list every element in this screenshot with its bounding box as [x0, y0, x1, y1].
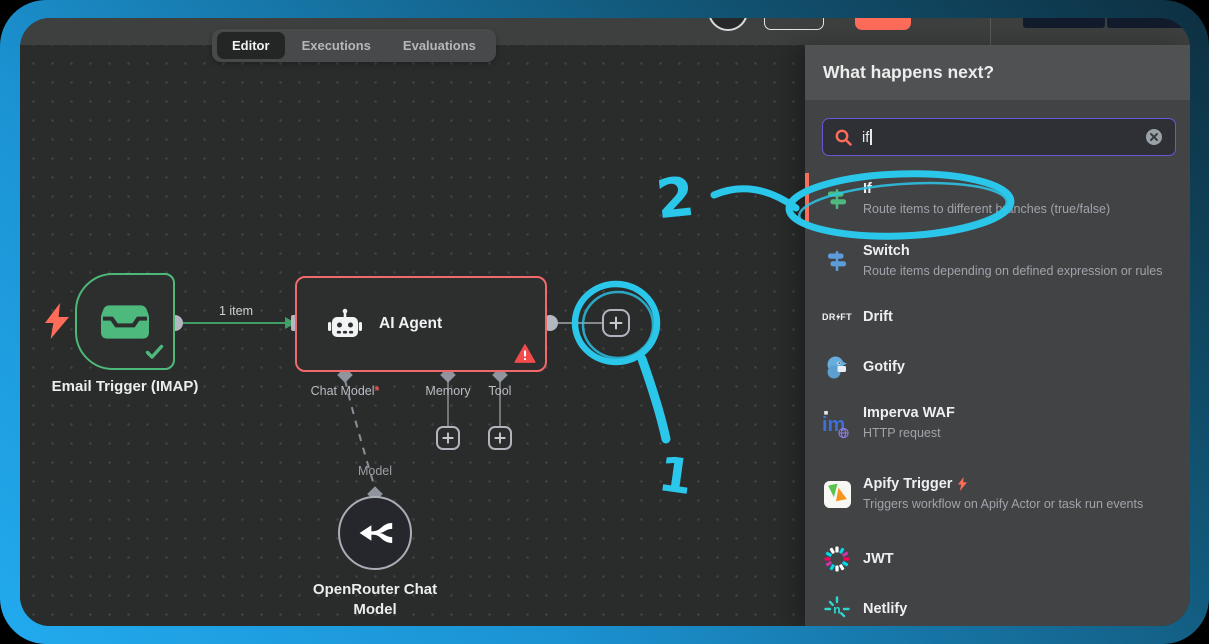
switch-icon — [822, 250, 852, 272]
robot-icon — [328, 308, 362, 337]
chat-model-port-label: Chat Model* — [310, 384, 380, 398]
topbar — [20, 18, 1190, 45]
memory-port-label: Memory — [425, 384, 471, 398]
item-description: Route items depending on defined express… — [863, 264, 1163, 279]
topbar-primary-button[interactable] — [855, 18, 911, 30]
node-ai-agent[interactable]: AI Agent — [295, 276, 547, 372]
node-item-jwt[interactable]: JWT — [805, 534, 1190, 584]
item-description: Route items to different branches (true/… — [863, 202, 1111, 217]
apify-icon — [822, 480, 852, 508]
user-avatar[interactable] — [708, 18, 748, 31]
topbar-secondary-button[interactable] — [764, 18, 824, 30]
openrouter-label: OpenRouter Chat Model — [312, 581, 438, 618]
topbar-menu-button-1[interactable] — [1023, 18, 1105, 28]
item-title: Drift — [863, 308, 893, 325]
trigger-bolt-badge — [958, 477, 968, 492]
item-title: Switch — [863, 243, 910, 259]
text-caret — [870, 128, 872, 145]
success-check-icon — [145, 344, 164, 359]
node-item-imperva-waf[interactable]: im Imperva WAF HTTP request — [805, 392, 1190, 454]
clear-search-button[interactable] — [1145, 128, 1163, 146]
panel-title: What happens next? — [823, 62, 995, 82]
node-item-gotify[interactable]: Gotify — [805, 342, 1190, 392]
clear-icon — [1146, 129, 1162, 145]
inbox-icon — [101, 304, 149, 339]
trigger-bolt-icon — [45, 303, 69, 339]
svg-text:n: n — [833, 603, 840, 617]
node-item-if[interactable]: If Route items to different branches (tr… — [805, 168, 1190, 230]
node-email-trigger[interactable] — [75, 273, 175, 370]
topbar-divider — [990, 18, 991, 45]
add-next-node-button[interactable] — [602, 309, 630, 337]
netlify-icon: n — [822, 596, 852, 622]
add-tool-button[interactable] — [488, 426, 512, 450]
panel-header: What happens next? — [805, 45, 1190, 100]
item-description: Triggers workflow on Apify Actor or task… — [863, 497, 1144, 512]
item-title: Netlify — [863, 600, 908, 617]
app-window: 1 item — [20, 18, 1190, 626]
required-asterisk: * — [374, 384, 380, 398]
warning-icon — [514, 344, 536, 363]
search-icon — [835, 129, 852, 146]
node-openrouter-chat-model[interactable] — [338, 496, 412, 570]
node-list: If Route items to different branches (tr… — [805, 168, 1190, 626]
item-title: If — [863, 181, 872, 197]
topbar-menu-button-2[interactable] — [1107, 18, 1188, 28]
item-title: JWT — [863, 550, 894, 567]
tab-evaluations[interactable]: Evaluations — [402, 38, 476, 53]
node-item-netlify[interactable]: n Netlify — [805, 584, 1190, 626]
item-title: Imperva WAF — [863, 405, 955, 421]
jwt-icon — [822, 546, 852, 572]
openrouter-icon — [359, 523, 393, 543]
item-title: Apify Trigger — [863, 475, 1143, 493]
search-value: if — [862, 128, 1135, 146]
view-tabbar: Editor Executions Evaluations — [212, 29, 496, 62]
ai-agent-label: AI Agent — [379, 315, 443, 332]
node-item-apify-trigger[interactable]: Apify Trigger Triggers workflow on Apify… — [805, 454, 1190, 534]
node-picker-panel: What happens next? if — [805, 45, 1190, 626]
item-description: HTTP request — [863, 426, 941, 441]
tab-editor[interactable]: Editor — [217, 32, 285, 59]
imperva-icon: im — [822, 407, 852, 439]
tab-executions[interactable]: Executions — [301, 38, 371, 53]
search-input[interactable]: if — [822, 118, 1176, 156]
if-icon — [822, 188, 852, 210]
add-memory-button[interactable] — [436, 426, 460, 450]
item-title: Gotify — [863, 358, 905, 375]
gotify-icon — [822, 354, 852, 380]
tool-port-label: Tool — [488, 384, 512, 398]
model-port-label: Model — [357, 464, 393, 478]
active-item-indicator — [805, 173, 809, 225]
email-trigger-label: Email Trigger (IMAP) — [51, 378, 199, 395]
node-item-switch[interactable]: Switch Route items depending on defined … — [805, 230, 1190, 292]
